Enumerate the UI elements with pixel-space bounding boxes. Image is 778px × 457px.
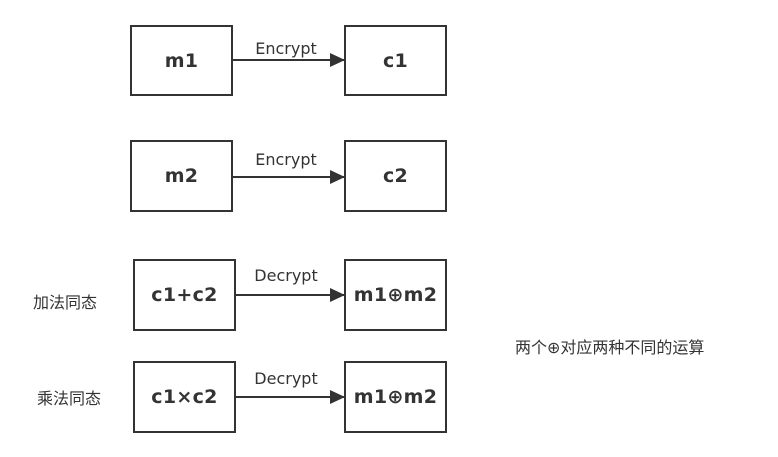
arrow-label: Decrypt	[254, 266, 318, 285]
plaintext-result-box: m1⊕m2	[344, 259, 447, 331]
side-label-multiplicative: 乘法同态	[37, 389, 102, 408]
encrypt-arrow	[232, 53, 345, 67]
box-label: c1+c2	[151, 284, 218, 306]
box-label: m2	[164, 165, 199, 187]
annotation-note: 两个⊕对应两种不同的运算	[515, 338, 705, 357]
box-label: m1	[164, 49, 199, 72]
arrow-label: Encrypt	[255, 39, 317, 58]
arrow-label: Decrypt	[254, 369, 318, 388]
decrypt-arrow	[235, 390, 345, 404]
box-label: m1⊕m2	[353, 386, 438, 408]
ciphertext-product-box: c1×c2	[133, 361, 236, 433]
plaintext-box-m1: m1	[130, 25, 233, 96]
arrow-label: Encrypt	[255, 150, 317, 169]
ciphertext-box-c1: c1	[344, 25, 447, 96]
box-label: m1⊕m2	[353, 284, 438, 306]
ciphertext-box-c2: c2	[344, 140, 447, 212]
decrypt-arrow	[235, 288, 345, 302]
box-label: c1×c2	[151, 386, 218, 408]
ciphertext-sum-box: c1+c2	[133, 259, 236, 331]
box-label: c1	[382, 49, 409, 72]
plaintext-result-box: m1⊕m2	[344, 361, 447, 433]
encrypt-arrow	[232, 170, 345, 184]
side-label-additive: 加法同态	[33, 293, 98, 312]
plaintext-box-m2: m2	[130, 140, 233, 212]
box-label: c2	[382, 165, 409, 187]
